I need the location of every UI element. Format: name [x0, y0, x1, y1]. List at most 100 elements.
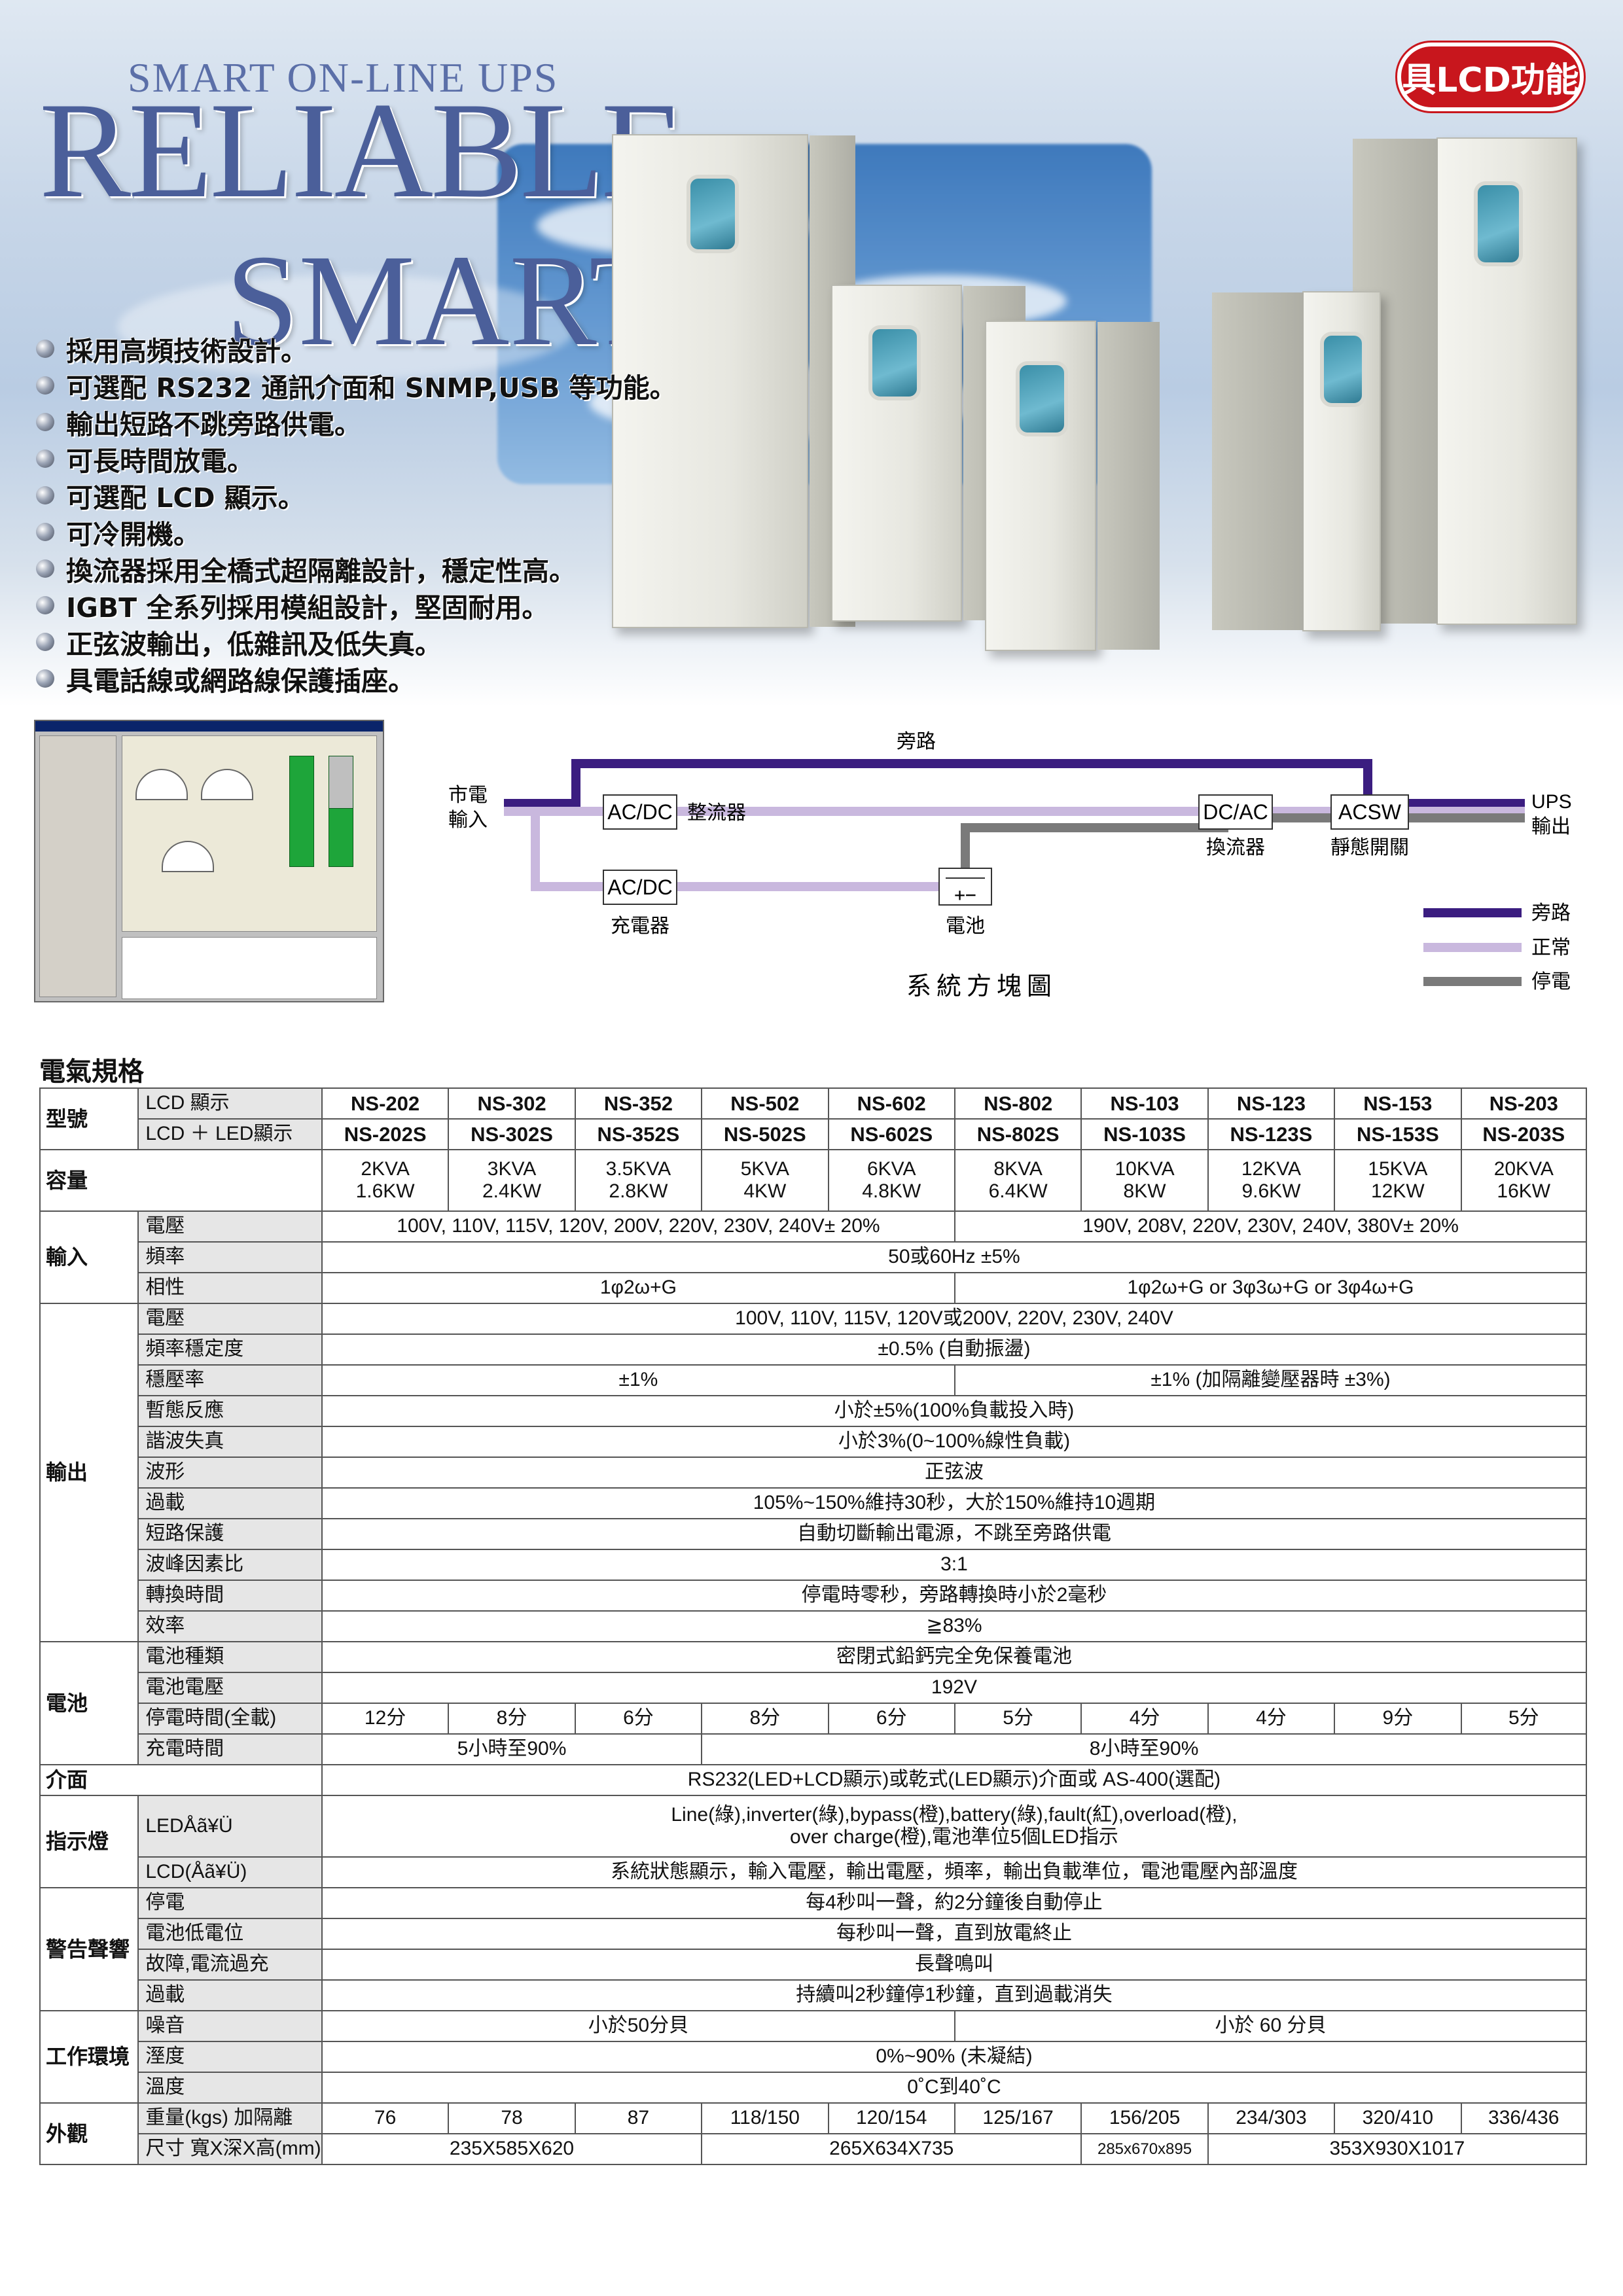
spec-table: 型號 LCD 顯示 NS-202 NS-302 NS-352 NS-502 NS… — [39, 1087, 1588, 2165]
row-label: 相性 — [137, 1272, 323, 1304]
legend-label-outage: 停電 — [1531, 970, 1571, 993]
row-label: 停電時間(全載) — [137, 1703, 323, 1735]
value-cell: 336/436 — [1460, 2102, 1588, 2134]
value-cell: ±0.5% (自動振盪) — [321, 1333, 1588, 1366]
row-battery-charge: 充電時間 5小時至90% 8小時至90% — [40, 1733, 1587, 1765]
row-env-temperature: 溫度 0˚C到40˚C — [40, 2072, 1588, 2104]
row-label: 諧波失真 — [137, 1426, 323, 1458]
input-label-2: 輸入 — [448, 809, 488, 832]
model-s-cell: NS-103S — [1080, 1118, 1209, 1150]
group-input: 輸入 — [39, 1210, 139, 1304]
value-cell: 50或60Hz ±5% — [321, 1241, 1588, 1273]
row-interface: 介面 RS232(LED+LCD顯示)或乾式(LED顯示)介面或 AS-400(… — [39, 1764, 1588, 1796]
value-cell: 4分 — [1080, 1703, 1209, 1735]
value-cell: 9分 — [1334, 1703, 1462, 1735]
row-output-waveform: 波形 正弦波 — [40, 1457, 1588, 1489]
bullet-icon — [36, 450, 54, 468]
rectifier-box — [603, 794, 677, 830]
level-bar — [289, 756, 314, 867]
software-log-panel — [122, 937, 377, 999]
row-alarm-fault: 故障,電流過充 長聲鳴叫 — [40, 1949, 1588, 1981]
cloud — [118, 275, 576, 380]
row-label: 充電時間 — [137, 1733, 323, 1765]
output-label-2: 輸出 — [1531, 815, 1571, 838]
row-label: LCD(Åã¥Ü) — [137, 1856, 323, 1888]
value-cell: 小於 60 分貝 — [954, 2010, 1588, 2042]
bypass-label: 旁路 — [897, 730, 936, 753]
ups-cabinet-large-left — [612, 134, 855, 628]
row-label: 電池電壓 — [137, 1672, 323, 1704]
value-cell: 118/150 — [701, 2102, 829, 2134]
model-cell: NS-153 — [1334, 1087, 1462, 1120]
software-sidebar — [39, 735, 116, 997]
group-model: 型號 — [39, 1087, 139, 1150]
value-cell: ±1% (加隔離變壓器時 ±3%) — [954, 1364, 1588, 1396]
feature-item: IGBT 全系列採用模組設計，堅固耐用。 — [36, 587, 677, 624]
value-cell: 125/167 — [954, 2102, 1082, 2134]
value-cell: 353X930X1017 — [1207, 2133, 1588, 2165]
bullet-icon — [36, 340, 54, 358]
value-cell: 8分 — [448, 1703, 576, 1735]
feature-item: 輸出短路不跳旁路供電。 — [36, 404, 677, 440]
bullet-icon — [36, 523, 54, 541]
row-label: 電池種類 — [137, 1641, 323, 1673]
value-cell: 100V, 110V, 115V, 120V或200V, 220V, 230V,… — [321, 1303, 1588, 1335]
row-output-freq: 頻率穩定度 ±0.5% (自動振盪) — [40, 1333, 1588, 1366]
row-label: 尺寸 寬X深X高(mm) — [137, 2133, 323, 2165]
value-cell: 78 — [448, 2102, 576, 2134]
model-lcd-label: LCD 顯示 — [137, 1087, 323, 1120]
spec-heading: 電氣規格 — [39, 1057, 144, 1087]
ups-cabinet-small — [985, 321, 1160, 651]
value-cell: 87 — [574, 2102, 703, 2134]
feature-item: 具電話線或網路線保護插座。 — [36, 660, 677, 697]
row-battery-backup: 停電時間(全載) 12分 8分 6分 8分 6分 5分 4分 4分 9分 5分 — [40, 1703, 1588, 1735]
feature-item: 可長時間放電。 — [36, 440, 677, 477]
value-cell: 每秒叫一聲，直到放電終止 — [321, 1918, 1588, 1950]
value-cell: 0%~90% (未凝結) — [321, 2041, 1588, 2073]
row-output-thd: 諧波失真 小於3%(0~100%線性負載) — [40, 1426, 1588, 1458]
value-cell: 234/303 — [1207, 2102, 1336, 2134]
battery-label: 電池 — [946, 915, 985, 938]
row-label: 電壓 — [137, 1303, 323, 1335]
row-output-voltage: 輸出 電壓 100V, 110V, 115V, 120V或200V, 220V,… — [39, 1303, 1588, 1642]
row-indicator-led: 指示燈 LEDÅã¥Ü Line(綠),inverter(綠),bypass(橙… — [39, 1795, 1588, 1888]
value-cell: 正弦波 — [321, 1457, 1588, 1489]
hero-title-reliable: RELIABLE — [39, 75, 685, 226]
battery-icon — [938, 868, 992, 906]
row-label: 轉換時間 — [137, 1580, 323, 1612]
gauge-icon — [201, 769, 253, 800]
value-cell: 4分 — [1207, 1703, 1336, 1735]
row-label: LEDÅã¥Ü — [137, 1795, 323, 1858]
value-cell: RS232(LED+LCD顯示)或乾式(LED顯示)介面或 AS-400(選配) — [321, 1764, 1588, 1796]
model-s-cell: NS-602S — [827, 1118, 955, 1150]
model-s-cell: NS-203S — [1460, 1118, 1588, 1150]
model-cell: NS-103 — [1080, 1087, 1209, 1120]
hero-title-smart: SMART — [226, 228, 669, 373]
model-cell: NS-802 — [954, 1087, 1082, 1120]
row-label: 故障,電流過充 — [137, 1949, 323, 1981]
value-cell: 265X634X735 — [701, 2133, 1082, 2165]
value-cell: 12分 — [321, 1703, 450, 1735]
value-cell: 1φ2ω+G or 3φ3ω+G or 3φ4ω+G — [954, 1272, 1588, 1304]
row-battery-voltage: 電池電壓 192V — [40, 1672, 1588, 1704]
model-led-label: LCD ＋ LED顯示 — [137, 1118, 323, 1150]
model-cell: NS-203 — [1460, 1087, 1588, 1120]
value-cell: 5分 — [954, 1703, 1082, 1735]
gauge-icon — [162, 841, 214, 872]
row-label: 噪音 — [137, 2010, 323, 2042]
charger-box-label: AC/DC — [607, 875, 673, 899]
charger-path — [531, 811, 615, 891]
value-cell: 285x670x895 — [1080, 2133, 1209, 2165]
row-output-short: 短路保護 自動切斷輸出電源，不跳至旁路供電 — [40, 1518, 1588, 1550]
row-input-voltage: 輸入 電壓 100V, 110V, 115V, 120V, 200V, 220V… — [39, 1210, 1588, 1304]
row-alarm-overload: 過載 持續叫2秒鐘停1秒鐘，直到過載消失 — [40, 1979, 1588, 2011]
row-env-humidity: 溼度 0%~90% (未凝結) — [40, 2041, 1588, 2073]
static-switch-label: 靜態開關 — [1330, 836, 1409, 859]
